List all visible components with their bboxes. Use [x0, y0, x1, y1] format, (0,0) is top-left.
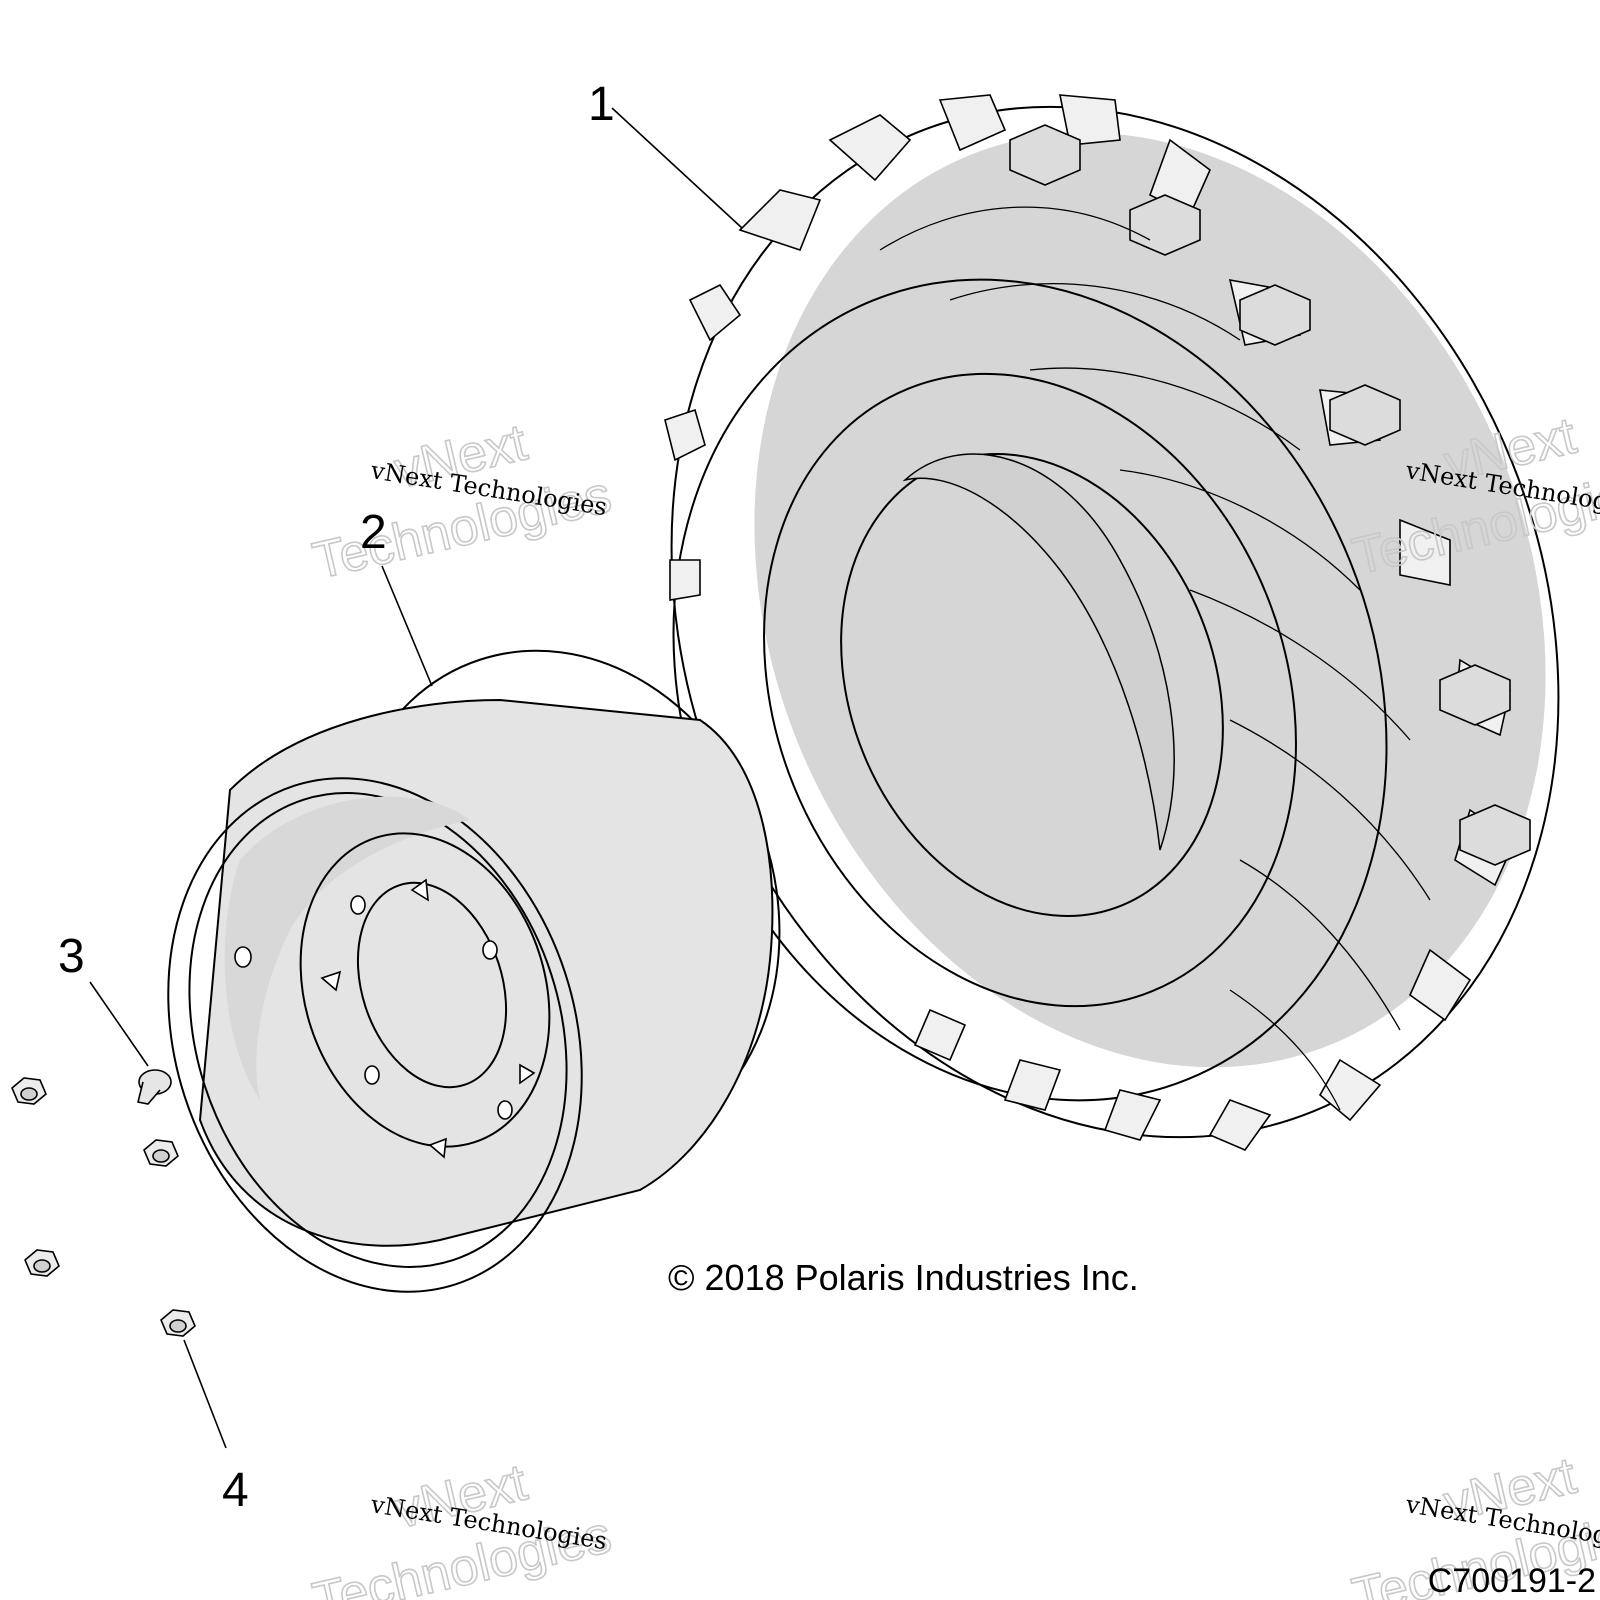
callout-4-lug-nut: 4 [222, 1464, 249, 1517]
lug-nut [11, 1077, 47, 1105]
tire-tread-band [754, 132, 1546, 1068]
leader-lines [89, 107, 743, 1449]
wheel-triangle-cutouts [320, 878, 536, 1159]
callout-3-valve-stem: 3 [58, 930, 85, 983]
tire-inner-shadow [902, 453, 1175, 851]
tire-hex-blocks [1009, 124, 1531, 866]
wheel-center-disc [299, 832, 551, 1148]
wheel-center-bore [356, 881, 508, 1089]
tire-groove-lines [879, 206, 1431, 1111]
figure-id: C700191-2 [1428, 1562, 1596, 1600]
leader-line-2 [381, 565, 433, 687]
wheel-bolt-holes [234, 895, 513, 1120]
wheel-drawing [167, 649, 781, 1293]
valve-stem-drawing [137, 1069, 172, 1105]
callout-2-wheel: 2 [360, 506, 387, 559]
callout-1-tire: 1 [588, 78, 615, 131]
wheel-rim-lip [188, 792, 568, 1268]
leader-line-1 [611, 107, 743, 229]
leader-line-3 [89, 981, 149, 1067]
leader-line-4 [183, 1339, 227, 1449]
lug-nut [160, 1309, 196, 1337]
tire-drawing [664, 94, 1560, 1151]
lug-nut [24, 1249, 60, 1277]
copyright-notice: © 2018 Polaris Industries Inc. [668, 1257, 1139, 1298]
wheel-barrel [198, 698, 774, 1247]
wheel-inner-shadow [224, 796, 470, 1100]
lug-nuts-drawing [11, 1077, 196, 1337]
tire-bead-ring [763, 372, 1297, 1008]
wheel-front-rim [167, 777, 583, 1293]
lug-nut [143, 1139, 179, 1167]
